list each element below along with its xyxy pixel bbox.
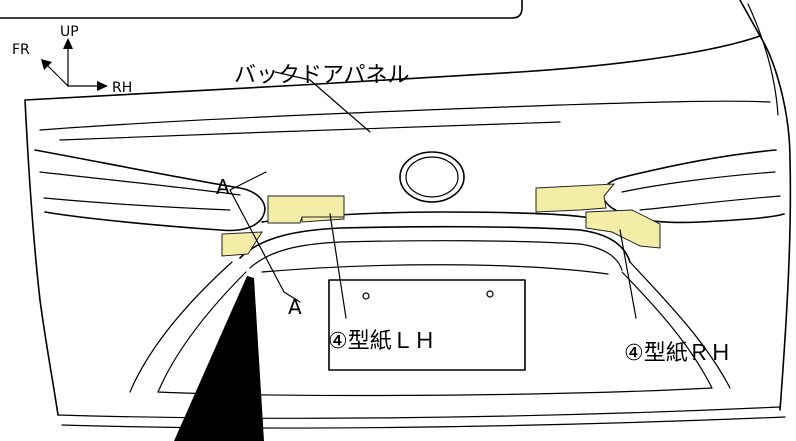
pointer-wedge <box>174 276 264 441</box>
template-lh-label: ④型紙ＬＨ <box>328 329 436 354</box>
template-rh-tape <box>535 183 661 249</box>
up-label: UP <box>60 24 79 40</box>
marker-a-upper: A <box>216 175 230 199</box>
back-door-panel <box>24 0 792 429</box>
license-plate <box>328 279 526 371</box>
back-door-panel-label: バックドアパネル <box>234 63 410 88</box>
rh-label: RH <box>112 80 132 96</box>
leader-lines <box>229 71 637 319</box>
template-rh-label: ④型紙ＲＨ <box>624 341 732 366</box>
direction-indicator: UP FR RH <box>12 24 132 96</box>
caption-frame <box>0 0 523 19</box>
marker-a-lower: A <box>288 295 302 319</box>
template-lh-tape <box>221 195 345 257</box>
fr-label: FR <box>12 42 30 58</box>
